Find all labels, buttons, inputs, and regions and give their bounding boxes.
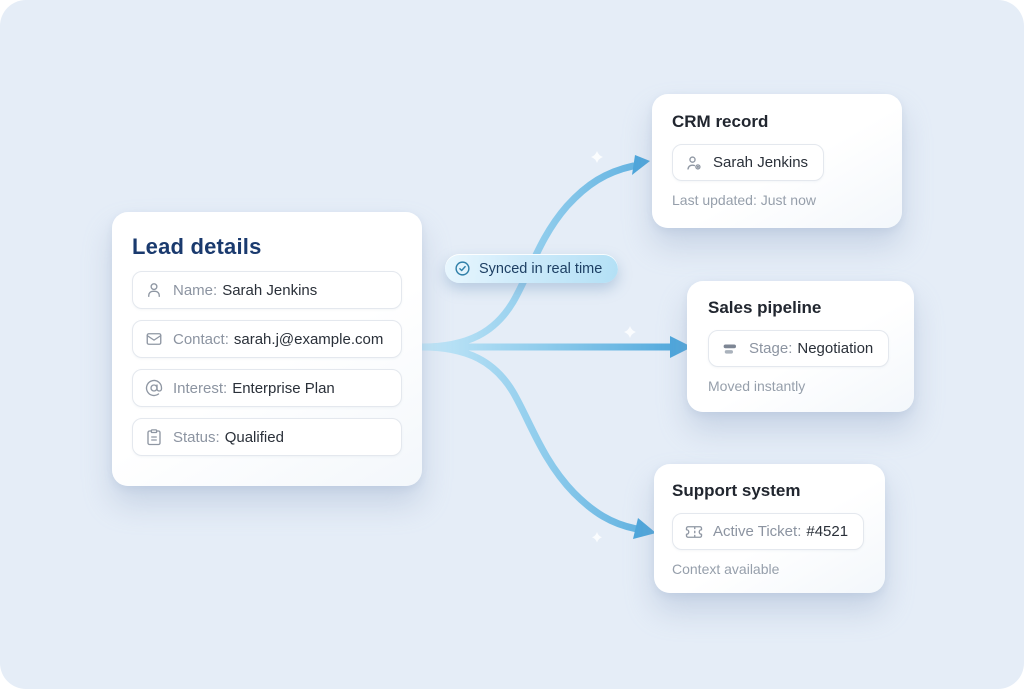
field-text: Name:Sarah Jenkins [173,281,318,299]
lead-card-title: Lead details [132,234,262,259]
mail-icon [145,330,163,348]
sales-card-title: Sales pipeline [708,298,822,317]
support-system-card: Support system Active Ticket:#4521 Conte… [654,464,885,593]
lead-field-contact: Contact:sarah.j@example.com [132,320,402,358]
field-text: Contact:sarah.j@example.com [173,330,384,348]
at-sign-icon [145,379,163,397]
synced-badge: Synced in real time [445,254,619,283]
user-icon [145,281,163,299]
crm-field: Sarah Jenkins [672,144,825,181]
synced-badge-label: Synced in real time [479,260,603,277]
support-card-title: Support system [672,481,801,500]
pipeline-stages-icon [721,340,739,358]
field-text: Status:Qualified [173,428,284,446]
ticket-icon [685,523,703,541]
arrow-to-support [418,343,641,533]
sales-field: Stage:Negotiation [708,330,890,367]
lead-field-name: Name:Sarah Jenkins [132,271,402,309]
check-circle-icon [454,260,471,277]
lead-field-interest: Interest:Enterprise Plan [132,369,402,407]
arrowhead-crm [632,155,650,175]
sparkles [591,151,636,543]
crm-card-title: CRM record [672,112,769,131]
sales-card-footer: Moved instantly [708,378,806,394]
lead-details-card: Lead details Name:Sarah Jenkins Contact:… [112,212,422,486]
field-text: Sarah Jenkins [713,154,809,171]
support-field: Active Ticket:#4521 [672,513,865,550]
user-gear-icon [685,154,703,172]
field-text: Interest:Enterprise Plan [173,379,335,397]
lead-field-status: Status:Qualified [132,418,402,456]
arrowhead-sales [670,336,692,358]
support-card-footer: Context available [672,561,780,577]
arrowhead-support [633,518,656,539]
field-text: Stage:Negotiation [749,340,874,357]
crm-card-footer: Last updated: Just now [672,192,816,208]
field-text: Active Ticket:#4521 [713,523,849,540]
clipboard-list-icon [145,428,163,446]
crm-record-card: CRM record Sarah Jenkins Last updated: J… [652,94,902,228]
sales-pipeline-card: Sales pipeline Stage:Negotiation Moved i… [687,281,914,412]
